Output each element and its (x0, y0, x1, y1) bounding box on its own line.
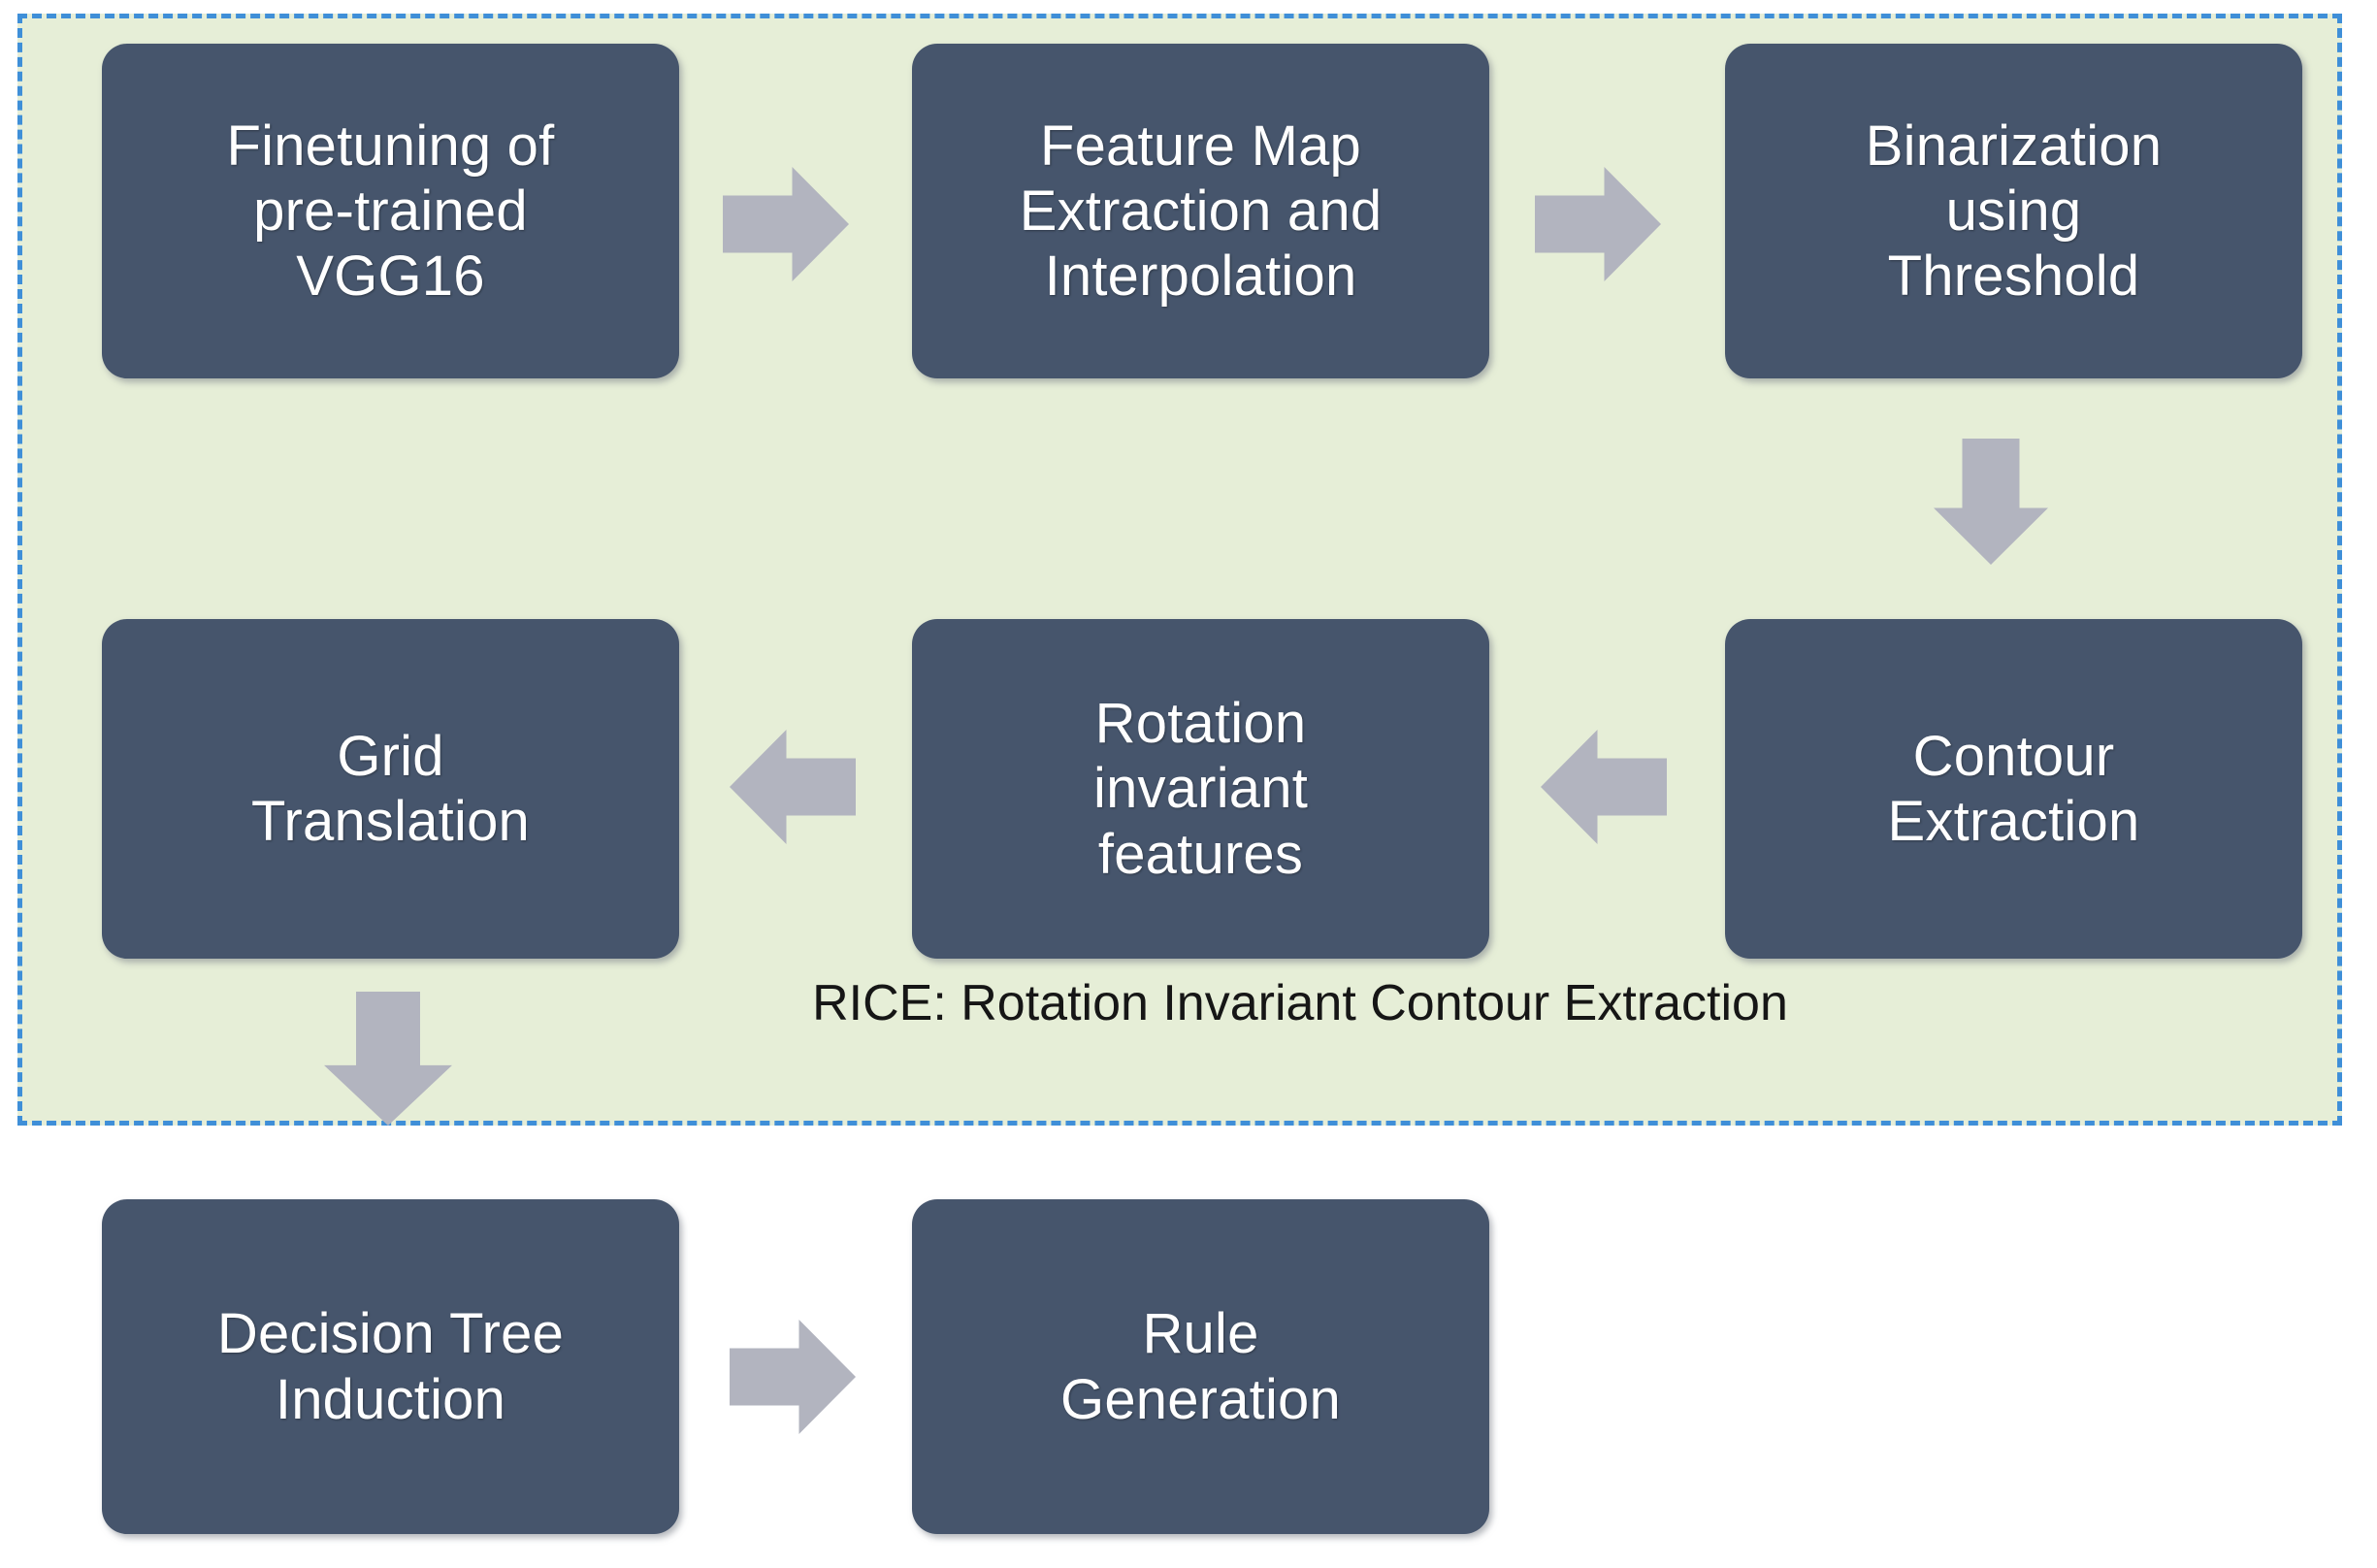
node-label: Binarization using Threshold (1865, 114, 2163, 309)
node-decision-tree-induction[interactable]: Decision Tree Induction (102, 1199, 679, 1534)
node-grid-translation[interactable]: Grid Translation (102, 619, 679, 959)
node-label: Contour Extraction (1887, 724, 2140, 853)
node-label: Rule Generation (1060, 1302, 1341, 1431)
node-label: Grid Translation (251, 724, 530, 853)
node-label: Decision Tree Induction (216, 1302, 565, 1431)
node-label: Rotation invariant features (1092, 692, 1309, 886)
node-label: Finetuning of pre-trained VGG16 (226, 114, 555, 309)
node-feature-map-extraction[interactable]: Feature Map Extraction and Interpolation (912, 44, 1489, 378)
node-label: Feature Map Extraction and Interpolation (1019, 114, 1383, 309)
node-contour-extraction[interactable]: Contour Extraction (1725, 619, 2302, 959)
arrow-right-icon (730, 1320, 856, 1434)
rice-caption: RICE: Rotation Invariant Contour Extract… (812, 975, 1788, 1031)
node-rotation-invariant-features[interactable]: Rotation invariant features (912, 619, 1489, 959)
node-binarization-threshold[interactable]: Binarization using Threshold (1725, 44, 2302, 378)
node-finetuning-vgg16[interactable]: Finetuning of pre-trained VGG16 (102, 44, 679, 378)
node-rule-generation[interactable]: Rule Generation (912, 1199, 1489, 1534)
